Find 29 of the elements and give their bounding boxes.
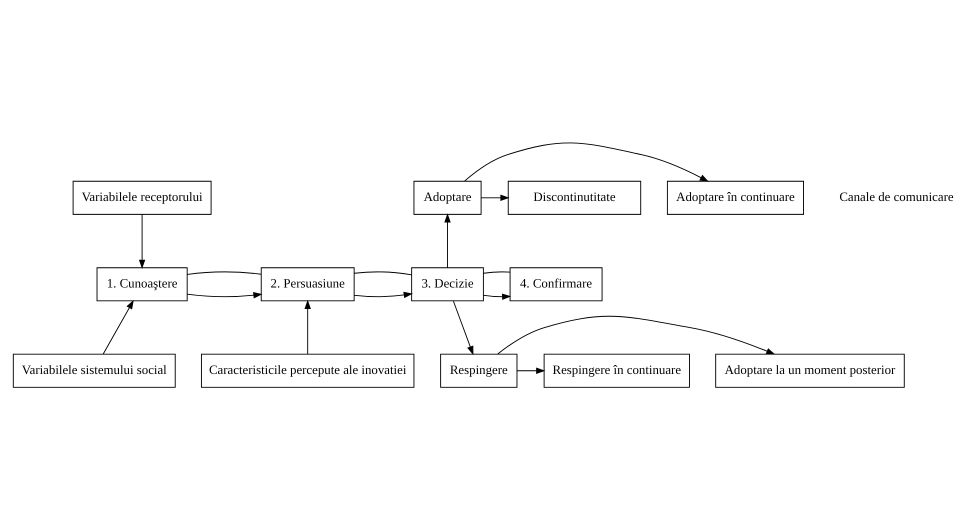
node-box: Caracteristicile percepute ale inovatiei <box>200 354 414 388</box>
arrow <box>354 292 413 298</box>
arrow <box>464 142 709 182</box>
arrow <box>304 300 311 354</box>
arrow <box>186 292 263 298</box>
arrow <box>452 300 474 356</box>
arrow <box>480 194 510 202</box>
arrow <box>483 294 512 300</box>
node-box: 1. Cunoaştere <box>96 267 188 302</box>
node-box: Variabilele receptorului <box>72 180 212 215</box>
arrow <box>497 316 776 355</box>
node-box: 4. Confirmare <box>510 267 603 302</box>
node-box: Respingere <box>440 354 518 388</box>
connector <box>483 271 510 274</box>
arrow <box>138 214 146 269</box>
node-box: 3. Decizie <box>411 267 484 302</box>
node-box: Adoptare <box>413 180 482 215</box>
node-box: 2. Persuasiune <box>260 267 355 302</box>
node-box: Respingere în continuare <box>544 354 690 388</box>
node-box: Adoptare în continuare <box>666 180 804 215</box>
node-box: Variabilele sistemului social <box>12 354 176 388</box>
label: Canale de comunicare <box>839 190 954 204</box>
node-box: Adoptare la un moment posterior <box>715 354 905 388</box>
arrow <box>444 213 451 268</box>
connector <box>354 271 412 276</box>
connector <box>186 271 262 275</box>
arrow <box>516 368 546 374</box>
arrow <box>102 300 134 354</box>
node-box: Discontinutitate <box>508 180 642 215</box>
